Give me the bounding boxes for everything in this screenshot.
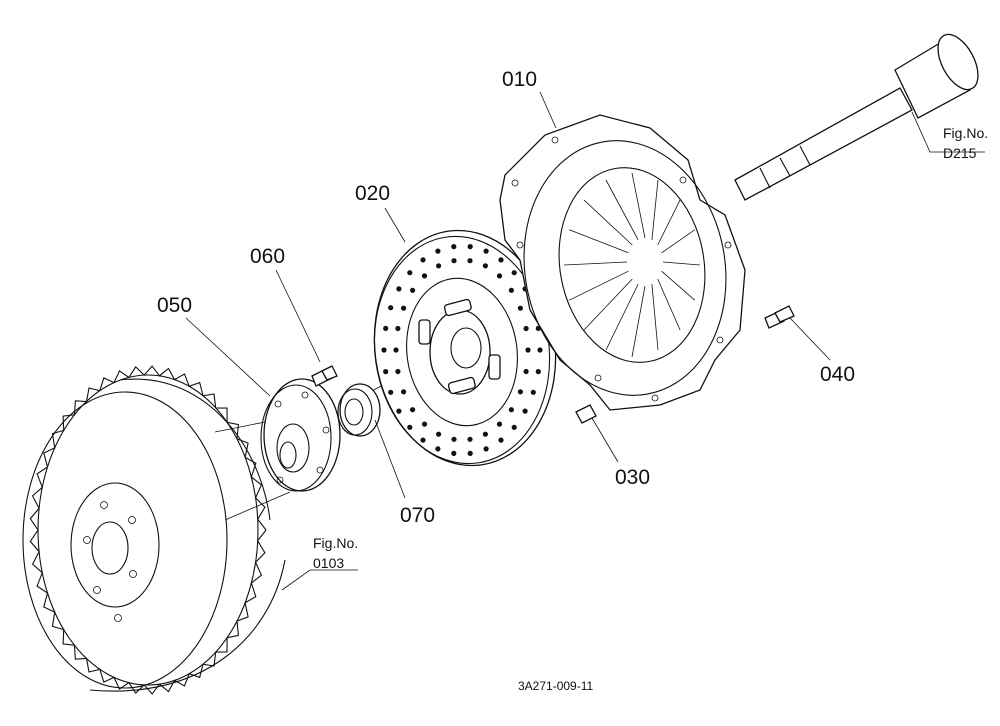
rivet-hole	[482, 431, 488, 437]
diaphragm-spring-fingers	[563, 172, 701, 358]
rivet-hole	[407, 270, 413, 276]
leader-lines	[185, 91, 985, 591]
rivet-hole	[530, 389, 536, 395]
part-label-010: 010	[502, 68, 537, 91]
rivet-hole	[435, 446, 441, 452]
rivet-hole	[420, 257, 426, 263]
rivet-hole	[383, 325, 389, 331]
diaphragm-finger	[605, 179, 639, 240]
rivet-hole	[467, 244, 473, 250]
rivet-hole	[381, 347, 387, 353]
rivet-hole	[482, 263, 488, 269]
rivet-hole	[407, 424, 413, 430]
rivet-hole	[451, 258, 457, 264]
rivet-hole	[496, 273, 503, 279]
part-label-060: 060	[250, 245, 285, 268]
rivet-hole	[517, 389, 524, 395]
rivet-hole	[435, 248, 441, 254]
rivet-hole	[396, 408, 402, 414]
rivet-hole	[517, 305, 524, 311]
rivet-hole	[451, 244, 457, 250]
part-050-hub-flange	[260, 378, 341, 492]
part-070-bearing	[337, 383, 381, 437]
input-shaft	[734, 33, 979, 201]
rivet-hole	[388, 389, 394, 395]
rivet-hole	[508, 407, 514, 413]
rivet-hole	[401, 389, 407, 395]
rivet-hole	[537, 347, 543, 353]
rivet-hole	[451, 450, 457, 456]
figure-ref-top-right-line2: D215	[943, 145, 977, 161]
diaphragm-finger	[569, 229, 629, 254]
rivet-hole	[508, 287, 514, 293]
rivet-hole	[467, 450, 473, 456]
rivet-hole	[498, 257, 504, 263]
figure-ref-top-right-line1: Fig.No.	[943, 125, 988, 141]
part-label-020: 020	[355, 182, 390, 205]
rivet-hole	[511, 270, 517, 276]
rivet-hole	[410, 287, 416, 293]
diaphragm-finger	[583, 199, 633, 246]
rivet-hole	[383, 369, 389, 375]
diaphragm-finger	[661, 270, 696, 301]
rivet-hole	[395, 325, 401, 332]
rivet-hole	[393, 347, 399, 353]
part-label-030: 030	[615, 466, 650, 489]
rivet-hole	[395, 368, 401, 375]
diaphragm-finger	[605, 284, 639, 351]
rivet-hole	[467, 436, 473, 442]
rivet-hole	[483, 248, 489, 254]
rivet-hole	[523, 325, 529, 332]
rivet-hole	[410, 407, 416, 413]
diaphragm-finger	[631, 285, 646, 358]
rivet-hole	[436, 431, 442, 437]
rivet-hole	[401, 305, 407, 311]
part-040-bolt	[764, 305, 795, 329]
rivet-hole	[535, 369, 541, 375]
diaphragm-finger	[651, 284, 659, 351]
rivet-hole	[525, 347, 531, 353]
diaphragm-finger	[661, 229, 696, 254]
part-label-050: 050	[157, 294, 192, 317]
diaphragm-finger	[563, 261, 628, 266]
rivet-hole	[451, 436, 457, 442]
rivet-hole	[523, 368, 529, 375]
part-010-pressure-plate	[499, 114, 746, 411]
diaphragm-finger	[583, 278, 633, 331]
rivet-hole	[436, 263, 442, 269]
axis-line-left-lower	[224, 491, 291, 521]
part-060-bolt	[311, 365, 338, 387]
diaphragm-finger	[569, 270, 629, 301]
figure-ref-bottom-left-line2: 0103	[313, 555, 344, 571]
flywheel	[22, 365, 286, 695]
rivet-hole	[467, 258, 473, 264]
rivet-hole	[421, 273, 428, 279]
rivet-hole	[522, 408, 528, 414]
figure-ref-bottom-left-line1: Fig.No.	[313, 535, 358, 551]
rivet-hole	[396, 286, 402, 292]
rivet-hole	[511, 424, 517, 430]
rivet-hole	[420, 437, 426, 443]
rivet-hole	[421, 421, 428, 427]
diaphragm-finger	[657, 278, 681, 331]
rivet-hole	[496, 421, 503, 427]
diaphragm-finger	[651, 179, 659, 240]
rivet-hole	[388, 305, 394, 311]
part-label-040: 040	[820, 363, 855, 386]
part-020-clutch-disc	[373, 229, 557, 467]
disc-rivet-holes	[381, 244, 543, 456]
rivet-hole	[498, 437, 504, 443]
diaphragm-finger	[631, 172, 646, 239]
rivet-hole	[483, 446, 489, 452]
part-030-dowel-pin	[575, 404, 597, 424]
part-label-070: 070	[400, 504, 435, 527]
diaphragm-finger	[657, 199, 681, 246]
diaphragm-finger	[662, 261, 701, 266]
drawing-code: 3A271-009-11	[518, 679, 593, 693]
